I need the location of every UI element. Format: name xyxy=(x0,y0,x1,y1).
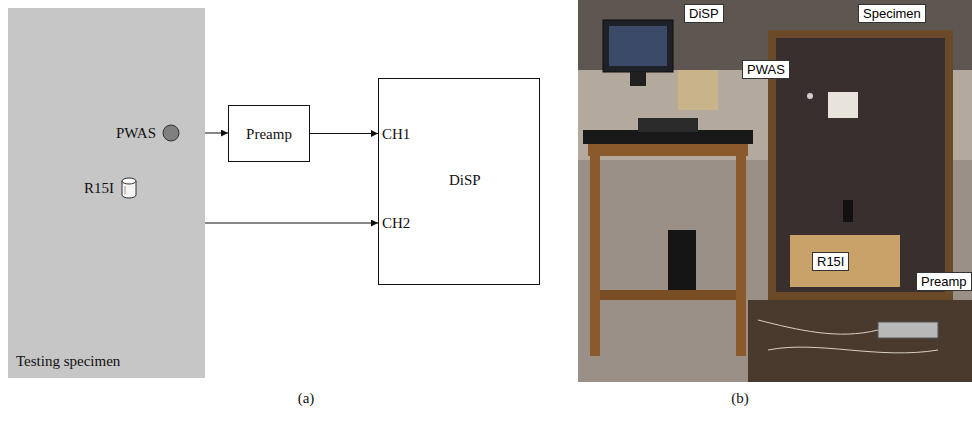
node-title: Testing specimen xyxy=(16,352,120,370)
node-text: Preamp xyxy=(246,125,292,143)
cables xyxy=(758,320,938,353)
photo-ground xyxy=(578,0,972,382)
pwas-sensor xyxy=(807,93,813,99)
channel-name: CH2 xyxy=(382,214,410,232)
lab-photo xyxy=(578,0,972,382)
speaker xyxy=(668,230,696,290)
preamp-device xyxy=(878,322,938,338)
callout-label: Preamp xyxy=(916,272,972,291)
specimen-panel xyxy=(776,38,945,292)
channel-name: CH1 xyxy=(382,125,410,143)
callout-label: DiSP xyxy=(684,4,724,23)
paper-patch xyxy=(828,92,858,118)
callout-label: R15I xyxy=(812,252,849,271)
process-box: CH1DiSP CH2 xyxy=(378,78,540,285)
bench xyxy=(748,300,972,382)
table-leg xyxy=(736,156,746,356)
sensor-symbol xyxy=(120,176,138,200)
r15i-sensor xyxy=(843,200,853,222)
node-text: PWAS xyxy=(116,124,156,142)
table-leg xyxy=(590,156,600,356)
panel-label: (a) xyxy=(298,390,315,407)
node-title: DiSP xyxy=(449,171,481,189)
specimen-panel: Testing specimen PWAS R15I xyxy=(8,8,205,378)
monitor xyxy=(603,20,673,72)
monitor-stand xyxy=(630,72,646,86)
callout-label: PWAS xyxy=(742,60,790,79)
box xyxy=(678,70,718,110)
pwas-symbol xyxy=(162,124,180,142)
callout-label: Specimen xyxy=(858,4,926,23)
sensor-node: R15I xyxy=(84,176,138,200)
process-box: Preamp xyxy=(228,105,310,162)
sensor-node: PWAS xyxy=(116,124,180,142)
wood-block xyxy=(790,235,900,287)
panel-label: (b) xyxy=(731,390,749,407)
node-text: R15I xyxy=(84,179,114,197)
frame xyxy=(768,30,953,300)
instrument xyxy=(638,118,698,132)
monitor-screen xyxy=(609,26,667,66)
table-top xyxy=(583,130,753,144)
table-apron xyxy=(588,144,748,156)
connector xyxy=(310,133,378,134)
table-shelf xyxy=(600,290,736,300)
